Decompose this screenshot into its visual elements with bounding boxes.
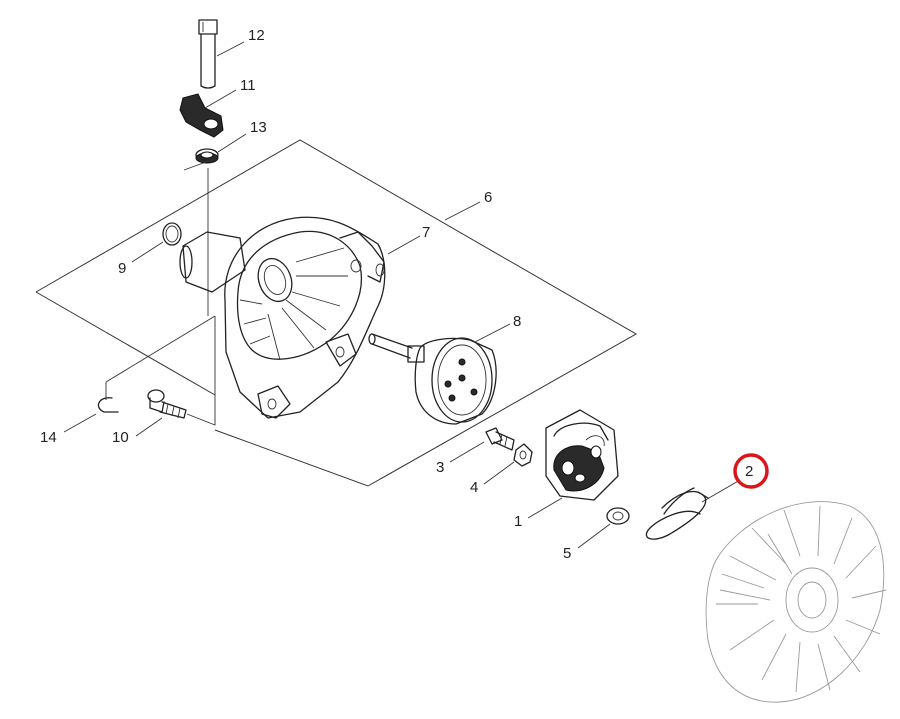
part-12-bolt [198, 19, 218, 89]
callout-6: 6 [484, 189, 492, 206]
part-10-screw [147, 316, 216, 426]
callout-10: 10 [112, 429, 129, 446]
part-9-ring [162, 222, 182, 246]
callout-1: 1 [514, 513, 522, 530]
flywheel-background [705, 501, 887, 703]
part-5-washer [606, 507, 630, 525]
part-4-washer [513, 443, 533, 467]
callout-3: 3 [436, 459, 444, 476]
assembly-frame [35, 139, 638, 487]
callout-13: 13 [250, 119, 267, 136]
callout-2: 2 [745, 463, 753, 480]
callout-labels: 12 11 13 6 7 9 8 14 10 3 4 1 5 2 [40, 27, 753, 562]
callout-9: 9 [118, 260, 126, 277]
callout-11: 11 [240, 77, 256, 94]
part-3-bolt [485, 427, 515, 451]
part-8-drum [368, 333, 497, 425]
part-11-clamp [179, 93, 224, 138]
callout-5: 5 [563, 545, 571, 562]
callout-14: 14 [40, 429, 57, 446]
part-1-clutch-assembly [545, 409, 619, 501]
callout-7: 7 [422, 224, 430, 241]
callout-12: 12 [248, 27, 265, 44]
part-7-housing [179, 216, 386, 419]
part-14-clip [97, 315, 216, 413]
part-2-spring [645, 487, 709, 540]
leader-lines [63, 41, 741, 549]
callout-4: 4 [470, 479, 478, 496]
part-13-collar [195, 148, 219, 164]
highlight-ring [733, 453, 769, 489]
callout-8: 8 [513, 313, 521, 330]
